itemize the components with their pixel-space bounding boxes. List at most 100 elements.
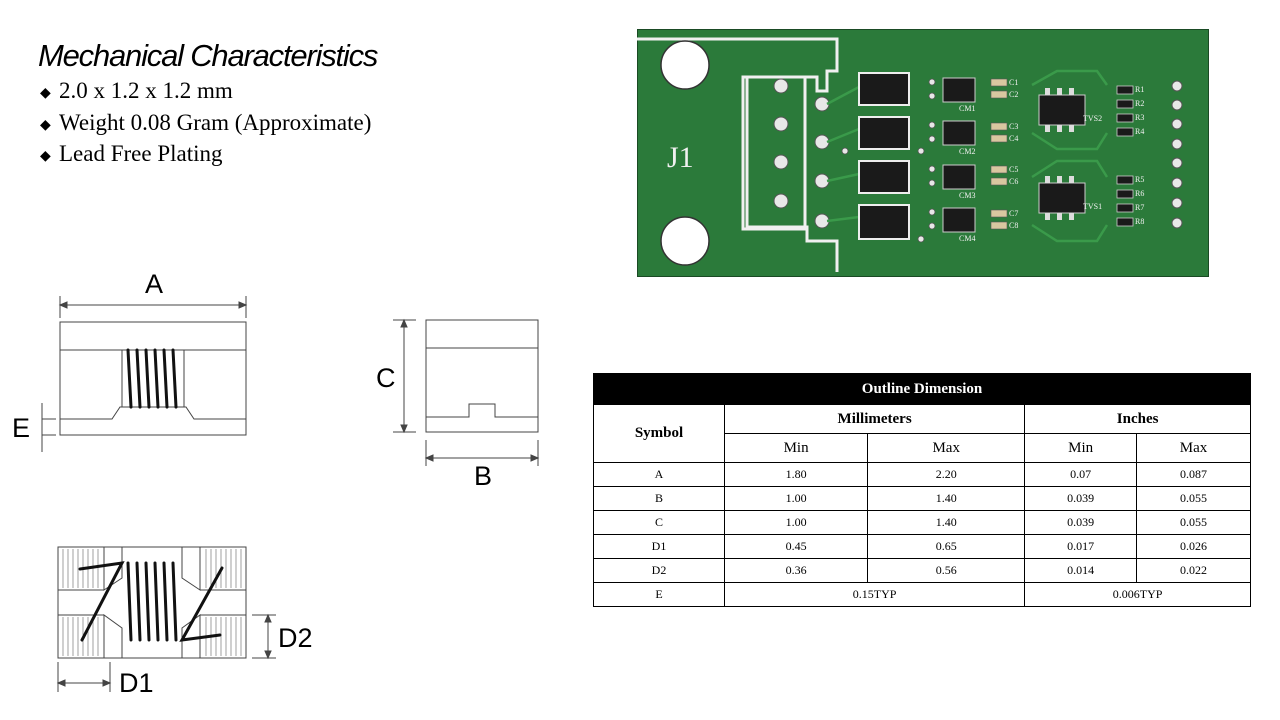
output-pins bbox=[1171, 80, 1183, 229]
symbol-cell: D2 bbox=[593, 558, 725, 583]
capacitor-pads bbox=[990, 78, 1008, 230]
feature-text: Lead Free Plating bbox=[59, 141, 223, 166]
bottom-view-drawing bbox=[56, 546, 276, 692]
mounting-hole-icon bbox=[660, 40, 710, 90]
in-max-cell: 0.087 bbox=[1136, 462, 1251, 487]
outline-dimension-table: Outline Dimension Symbol Millimeters Inc… bbox=[593, 373, 1251, 607]
table-row: A 1.80 2.20 0.07 0.087 bbox=[593, 462, 1251, 487]
r-label: R8 bbox=[1135, 217, 1144, 226]
pcb-vias bbox=[841, 78, 936, 243]
table-caption: Outline Dimension bbox=[593, 373, 1251, 405]
mm-min-cell: 1.00 bbox=[723, 510, 869, 535]
mm-min-cell: 0.36 bbox=[723, 558, 869, 583]
dim-label-d2: D2 bbox=[278, 623, 313, 653]
symbol-cell: C bbox=[593, 510, 725, 535]
dim-label-b: B bbox=[474, 461, 492, 491]
table-row: E 0.15TYP 0.006TYP bbox=[593, 582, 1251, 607]
in-min-cell: 0.07 bbox=[1024, 462, 1138, 487]
feature-text: 2.0 x 1.2 x 1.2 mm bbox=[59, 78, 233, 103]
cm-label: CM1 bbox=[959, 104, 975, 113]
pcb-traces bbox=[826, 69, 1109, 243]
feature-item: ◆ 2.0 x 1.2 x 1.2 mm bbox=[40, 77, 371, 109]
inches-header: Inches bbox=[1024, 404, 1251, 434]
table-row: C 1.00 1.40 0.039 0.055 bbox=[593, 510, 1251, 535]
diamond-bullet-icon: ◆ bbox=[40, 86, 51, 101]
c-label: C2 bbox=[1009, 90, 1018, 99]
cm-label: CM3 bbox=[959, 191, 975, 200]
r-label: R6 bbox=[1135, 189, 1144, 198]
symbol-cell: E bbox=[593, 582, 725, 607]
mm-min-cell: 1.00 bbox=[723, 486, 869, 511]
c-label: C4 bbox=[1009, 134, 1018, 143]
symbol-cell: D1 bbox=[593, 534, 725, 559]
tvs-chips bbox=[1038, 88, 1086, 220]
in-min-cell: 0.039 bbox=[1024, 486, 1138, 511]
coil-winding-bottom bbox=[78, 561, 224, 642]
feature-list: ◆ 2.0 x 1.2 x 1.2 mm ◆ Weight 0.08 Gram (A… bbox=[40, 77, 371, 172]
dim-label-c: C bbox=[376, 363, 396, 393]
c-label: C6 bbox=[1009, 177, 1018, 186]
table-row: B 1.00 1.40 0.039 0.055 bbox=[593, 486, 1251, 511]
mm-max-cell: 0.65 bbox=[867, 534, 1026, 559]
mm-min-cell: 0.45 bbox=[723, 534, 869, 559]
side-view-drawing bbox=[393, 318, 540, 466]
dim-label-a: A bbox=[145, 269, 163, 299]
in-min-header: Min bbox=[1024, 433, 1138, 463]
c-label: C3 bbox=[1009, 122, 1018, 131]
symbol-cell: A bbox=[593, 462, 725, 487]
choke-chips bbox=[858, 72, 976, 240]
pcb-silkscreen-outline bbox=[637, 37, 839, 272]
diamond-bullet-icon: ◆ bbox=[40, 149, 51, 164]
diamond-bullet-icon: ◆ bbox=[40, 117, 51, 133]
pcb-image: J1 bbox=[637, 29, 1209, 277]
mm-max-header: Max bbox=[867, 433, 1026, 463]
page-title: Mechanical Characteristics bbox=[38, 38, 378, 73]
r-label: R5 bbox=[1135, 175, 1144, 184]
mm-max-cell: 1.40 bbox=[867, 486, 1026, 511]
r-label: R2 bbox=[1135, 99, 1144, 108]
mm-min-cell: 1.80 bbox=[723, 462, 869, 487]
c-label: C7 bbox=[1009, 209, 1018, 218]
tvs-label: TVS1 bbox=[1083, 202, 1102, 211]
in-min-cell: 0.039 bbox=[1024, 510, 1138, 535]
in-max-cell: 0.022 bbox=[1136, 558, 1251, 583]
mm-max-cell: 0.56 bbox=[867, 558, 1026, 583]
symbol-header: Symbol bbox=[593, 404, 725, 463]
in-max-cell: 0.026 bbox=[1136, 534, 1251, 559]
dim-label-d1: D1 bbox=[119, 668, 154, 698]
front-view-drawing bbox=[41, 296, 248, 452]
feature-item: ◆ Weight 0.08 Gram (Approximate) bbox=[40, 109, 371, 141]
mounting-hole-icon bbox=[660, 216, 710, 266]
in-max-header: Max bbox=[1136, 433, 1251, 463]
mm-min-header: Min bbox=[723, 433, 869, 463]
c-label: C1 bbox=[1009, 78, 1018, 87]
in-typ-cell: 0.006TYP bbox=[1024, 582, 1251, 607]
in-min-cell: 0.014 bbox=[1024, 558, 1138, 583]
r-label: R1 bbox=[1135, 85, 1144, 94]
feature-text: Weight 0.08 Gram (Approximate) bbox=[59, 109, 372, 135]
mm-typ-cell: 0.15TYP bbox=[723, 582, 1026, 607]
in-max-cell: 0.055 bbox=[1136, 510, 1251, 535]
cm-label: CM2 bbox=[959, 147, 975, 156]
table-row: D2 0.36 0.56 0.014 0.022 bbox=[593, 558, 1251, 583]
cm-label: CM4 bbox=[959, 234, 975, 243]
r-label: R4 bbox=[1135, 127, 1144, 136]
millimeters-header: Millimeters bbox=[723, 404, 1026, 434]
mechanical-drawings: A E C B D2 D1 bbox=[12, 269, 540, 698]
c-label: C8 bbox=[1009, 221, 1018, 230]
table-row: D1 0.45 0.65 0.017 0.026 bbox=[593, 534, 1251, 559]
c-label: C5 bbox=[1009, 165, 1018, 174]
connector-label: J1 bbox=[667, 141, 694, 174]
tvs-label: TVS2 bbox=[1083, 114, 1102, 123]
in-min-cell: 0.017 bbox=[1024, 534, 1138, 559]
feature-item: ◆ Lead Free Plating bbox=[40, 140, 371, 172]
r-label: R7 bbox=[1135, 203, 1144, 212]
r-label: R3 bbox=[1135, 113, 1144, 122]
resistor-chips bbox=[1116, 85, 1134, 227]
dim-label-e: E bbox=[12, 413, 30, 443]
symbol-cell: B bbox=[593, 486, 725, 511]
mm-max-cell: 1.40 bbox=[867, 510, 1026, 535]
mm-max-cell: 2.20 bbox=[867, 462, 1026, 487]
in-max-cell: 0.055 bbox=[1136, 486, 1251, 511]
coil-winding bbox=[126, 348, 178, 409]
